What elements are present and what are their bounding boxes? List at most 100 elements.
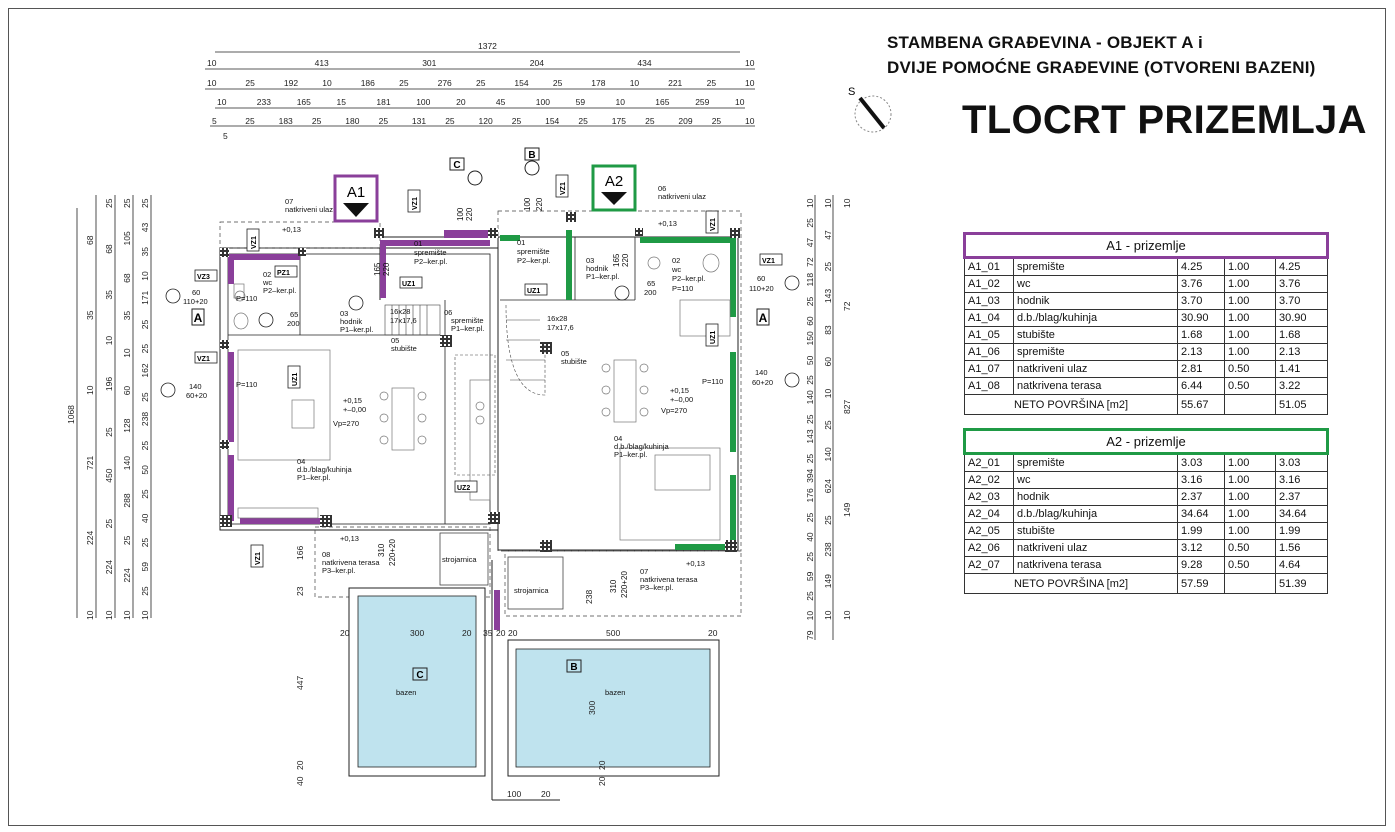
table-a1-cell: 1.00 <box>1224 343 1276 361</box>
dimension-left-label: 1068 <box>66 405 76 424</box>
dimension-top-label: 221 <box>668 78 682 88</box>
svg-text:165: 165 <box>373 262 382 276</box>
svg-text:A: A <box>759 311 768 325</box>
svg-text:UZ1: UZ1 <box>710 331 717 344</box>
svg-text:P3–ker.pl.: P3–ker.pl. <box>322 566 355 575</box>
element-tag: VZ1 <box>759 253 783 266</box>
dimension-right-label: 140 <box>823 447 833 461</box>
dimension-left-label: 25 <box>122 535 132 545</box>
dimension-right-label: 238 <box>823 542 833 556</box>
dimension-right-label: 25 <box>823 420 833 430</box>
svg-text:P=110: P=110 <box>702 377 723 386</box>
window-callouts <box>160 275 800 398</box>
dimension-top-label: 25 <box>245 116 255 126</box>
table-a2-cell: 0.50 <box>1224 556 1276 574</box>
dimensions-left-text: 1068683510721224102568351019625450252241… <box>66 198 150 620</box>
dimension-left-label: 10 <box>140 610 150 620</box>
table-a1-cell: 1.68 <box>1177 326 1225 344</box>
unit-a2-colored-walls <box>500 230 736 550</box>
element-tag: UZ1 <box>524 283 548 296</box>
table-a1-cell: 3.76 <box>1275 275 1328 293</box>
svg-text:Vp=270: Vp=270 <box>333 419 359 428</box>
table-a2-cell: 1.00 <box>1224 471 1276 489</box>
dimension-left-label: 10 <box>104 336 114 346</box>
svg-text:P2–ker.pl.: P2–ker.pl. <box>414 257 447 266</box>
table-a2-cell: 1.00 <box>1224 522 1276 540</box>
pools <box>348 532 720 801</box>
table-a2-cell: hodnik <box>1013 488 1178 506</box>
svg-text:spremište: spremište <box>517 247 550 256</box>
svg-text:16x28: 16x28 <box>390 307 410 316</box>
dimension-left-label: 25 <box>140 586 150 596</box>
dimension-top-label: 10 <box>616 97 626 107</box>
svg-text:natkrivena terasa: natkrivena terasa <box>322 558 380 567</box>
svg-text:bazen: bazen <box>396 688 416 697</box>
pool-a2 <box>515 648 711 768</box>
table-a1-cell: 1.00 <box>1224 275 1276 293</box>
svg-text:01: 01 <box>414 239 422 248</box>
svg-text:05: 05 <box>391 336 399 345</box>
svg-text:+–0,00: +–0,00 <box>343 405 366 414</box>
svg-text:A1: A1 <box>347 184 365 201</box>
dimension-right-label: 143 <box>823 289 833 303</box>
structural-columns <box>220 212 740 552</box>
table-a2-cell: 34.64 <box>1275 505 1328 523</box>
dimension-top-label: 131 <box>412 116 426 126</box>
furniture <box>233 253 731 541</box>
svg-text:natkrivena terasa: natkrivena terasa <box>640 575 698 584</box>
element-tag: UZ2 <box>454 480 478 493</box>
dimension-left-label: 25 <box>140 319 150 329</box>
dimension-right-label: 47 <box>823 230 833 240</box>
table-a1-cell: A1_05 <box>964 326 1014 344</box>
svg-text:04: 04 <box>297 457 305 466</box>
svg-text:spremište: spremište <box>451 316 484 325</box>
dimension-left-label: 25 <box>140 198 150 208</box>
svg-text:+–0,00: +–0,00 <box>670 395 693 404</box>
dimensions-right <box>814 195 834 640</box>
dimension-right-label: 176 <box>805 488 815 502</box>
dimension-left-label: 40 <box>140 513 150 523</box>
svg-text:220: 220 <box>465 207 474 221</box>
dimension-top-label: 5 <box>212 116 217 126</box>
svg-text:06: 06 <box>658 184 666 193</box>
svg-text:d.b./blag/kuhinja: d.b./blag/kuhinja <box>297 465 352 474</box>
dimension-right-label: 25 <box>805 414 815 424</box>
svg-text:Vp=270: Vp=270 <box>661 406 687 415</box>
table-a1-cell: A1_03 <box>964 292 1014 310</box>
dimension-right-label: 10 <box>823 388 833 398</box>
table-a1-cell: A1_01 <box>964 257 1014 276</box>
dimension-top-label: 192 <box>284 78 298 88</box>
element-tags: VZ1VZ1VZ1VZ3VZ1VZ1PZ1UZ1UZ1UZ1UZ1UZ2VZ1V… <box>194 174 783 568</box>
dimension-right-label: 10 <box>805 198 815 208</box>
dimension-top-label: 204 <box>530 58 544 68</box>
svg-text:B: B <box>570 662 577 673</box>
svg-text:17x17,6: 17x17,6 <box>547 323 574 332</box>
svg-text:02: 02 <box>263 270 271 279</box>
table-a2-cell: 3.12 <box>1177 539 1225 557</box>
unit-a1-colored-walls <box>228 230 500 630</box>
svg-text:VZ1: VZ1 <box>710 218 717 231</box>
dimension-right-label: 50 <box>805 355 815 365</box>
dimension-top-label: 301 <box>422 58 436 68</box>
svg-text:60: 60 <box>757 274 765 283</box>
dimension-left-label: 25 <box>104 519 114 529</box>
table-a2-cell: 3.16 <box>1275 471 1328 489</box>
pool-dimension-label: 300 <box>587 701 597 715</box>
dimension-top-label: 10 <box>217 97 227 107</box>
dimension-left-label: 25 <box>140 489 150 499</box>
dimension-top-label: 413 <box>315 58 329 68</box>
dimension-right-label: 10 <box>823 610 833 620</box>
dimension-top-label: 10 <box>207 78 217 88</box>
pool-dimension-label: 20 <box>340 628 350 638</box>
dimension-top-label: 25 <box>645 116 655 126</box>
table-a1-cell: 3.70 <box>1177 292 1225 310</box>
dimension-left-label: 10 <box>122 348 132 358</box>
svg-text:UZ2: UZ2 <box>457 485 470 492</box>
dimension-right-label: 25 <box>805 454 815 464</box>
